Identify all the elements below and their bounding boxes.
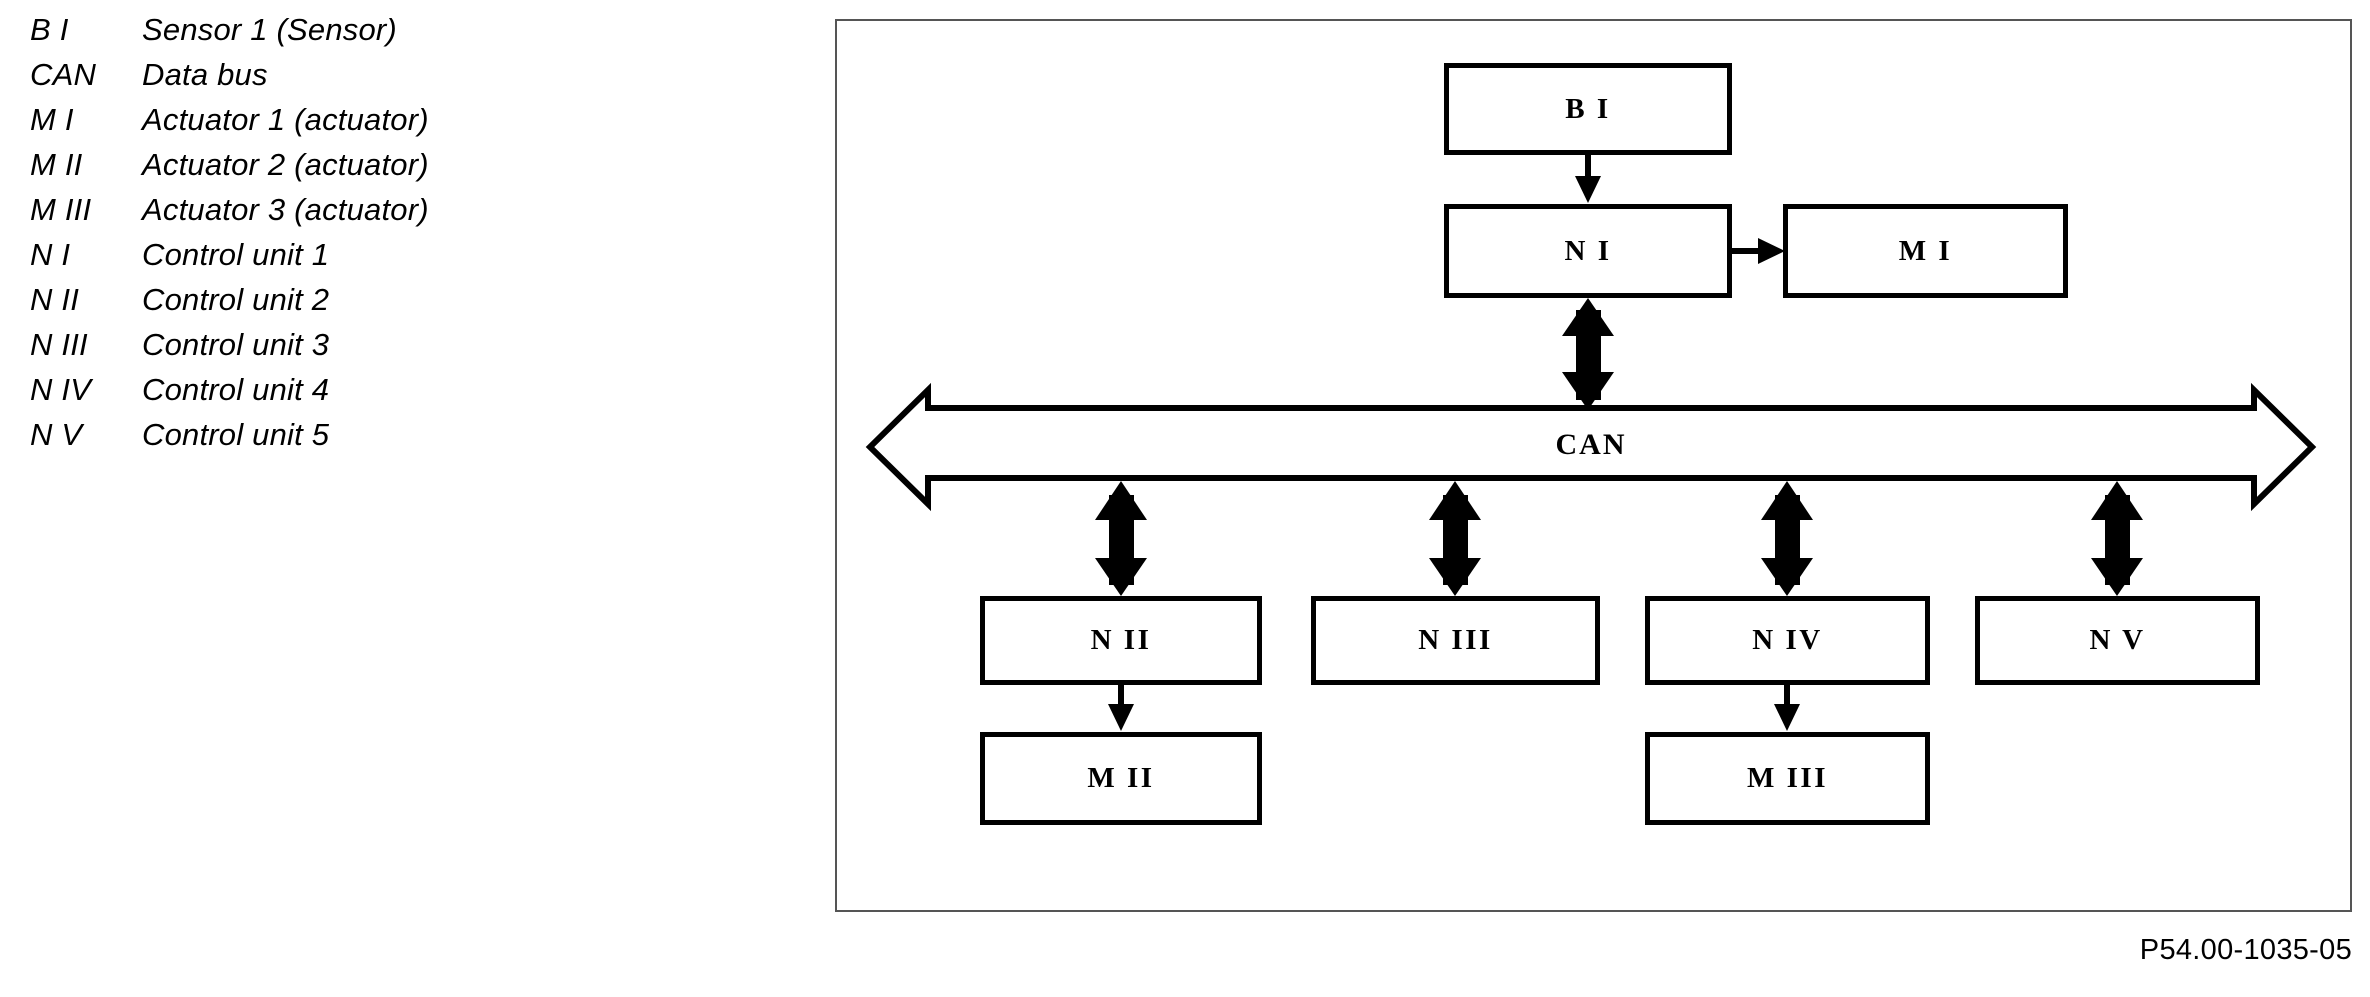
node-control-unit-1[interactable]: N I [1444,204,1732,298]
can-bus-label: CAN [1555,428,1627,461]
legend-description: Actuator 1 (actuator) [142,102,429,137]
legend-description: Actuator 3 (actuator) [142,192,429,227]
legend-key: M III [30,192,92,227]
node-label: M III [1747,762,1828,794]
legend-description: Data bus [142,57,268,92]
node-control-unit-5[interactable]: N V [1975,596,2260,685]
legend-key: N III [30,327,88,362]
list-item: M III Actuator 3 (actuator) [30,192,790,237]
node-label: N I [1564,234,1612,267]
node-actuator-3[interactable]: M III [1645,732,1930,825]
legend-list: B I Sensor 1 (Sensor) CAN Data bus M I A… [30,12,790,462]
list-item: B I Sensor 1 (Sensor) [30,12,790,57]
legend-description: Actuator 2 (actuator) [142,147,429,182]
list-item: N IV Control unit 4 [30,372,790,417]
legend-key: N IV [30,372,92,407]
legend-key: B I [30,12,69,47]
node-control-unit-3[interactable]: N III [1311,596,1600,685]
legend-description: Control unit 4 [142,372,330,407]
node-actuator-2[interactable]: M II [980,732,1262,825]
list-item: M II Actuator 2 (actuator) [30,147,790,192]
list-item: M I Actuator 1 (actuator) [30,102,790,147]
node-label: M II [1087,762,1155,794]
node-label: N III [1418,624,1493,656]
node-control-unit-2[interactable]: N II [980,596,1262,685]
node-label: N IV [1752,624,1823,656]
legend-key: M II [30,147,83,182]
legend-key: N V [30,417,83,452]
legend-description: Control unit 1 [142,237,330,272]
legend-description: Control unit 3 [142,327,330,362]
node-sensor-1[interactable]: B I [1444,63,1732,155]
legend-key: M I [30,102,74,137]
node-label: N V [2089,624,2146,656]
list-item: N III Control unit 3 [30,327,790,372]
part-number: P54.00-1035-05 [2139,934,2352,966]
legend-key: N II [30,282,80,317]
node-label: N II [1090,624,1152,656]
legend-key: N I [30,237,71,272]
node-control-unit-4[interactable]: N IV [1645,596,1930,685]
list-item: N I Control unit 1 [30,237,790,282]
legend-description: Sensor 1 (Sensor) [142,12,397,47]
legend-description: Control unit 5 [142,417,330,452]
node-label: B I [1565,92,1611,125]
legend-description: Control unit 2 [142,282,330,317]
list-item: N II Control unit 2 [30,282,790,327]
list-item: CAN Data bus [30,57,790,102]
legend-key: CAN [30,57,97,92]
node-actuator-1[interactable]: M I [1783,204,2068,298]
node-label: M I [1898,234,1953,267]
list-item: N V Control unit 5 [30,417,790,462]
